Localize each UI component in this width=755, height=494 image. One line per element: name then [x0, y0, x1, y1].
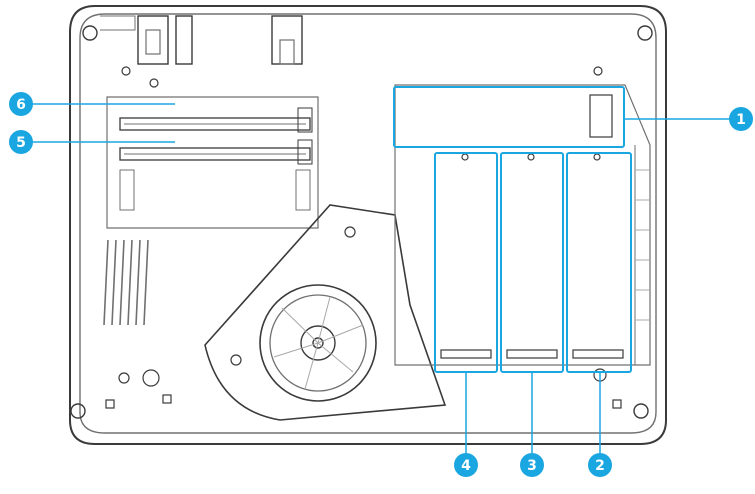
callout-badge-5: 5 [9, 130, 33, 154]
callout-label-1: 1 [736, 112, 746, 128]
highlight-boxes [393, 86, 632, 373]
memory-slot-area [106, 96, 319, 229]
memory-slot-6 [119, 107, 313, 133]
highlight-slot-3 [500, 152, 564, 373]
standoffs [105, 369, 622, 409]
callout-label-4: 4 [461, 458, 471, 474]
callout-badge-1: 1 [729, 107, 753, 131]
m2-bay-area [394, 66, 651, 382]
callout-badge-2: 2 [588, 453, 612, 477]
callout-label-6: 6 [16, 97, 26, 113]
callout-badge-6: 6 [9, 92, 33, 116]
highlight-area-1 [393, 86, 625, 148]
callout-label-5: 5 [16, 135, 26, 151]
top-connectors [100, 15, 303, 88]
callout-lines [33, 103, 733, 453]
callout-label-3: 3 [527, 458, 537, 474]
cooling-fan [204, 204, 447, 421]
vent-slots [103, 239, 149, 326]
callout-label-2: 2 [595, 458, 605, 474]
callout-badge-3: 3 [520, 453, 544, 477]
highlight-slot-2 [566, 152, 632, 373]
chassis [69, 5, 667, 445]
highlight-slot-4 [434, 152, 498, 373]
callout-badge-4: 4 [454, 453, 478, 477]
memory-slot-5 [119, 139, 313, 165]
